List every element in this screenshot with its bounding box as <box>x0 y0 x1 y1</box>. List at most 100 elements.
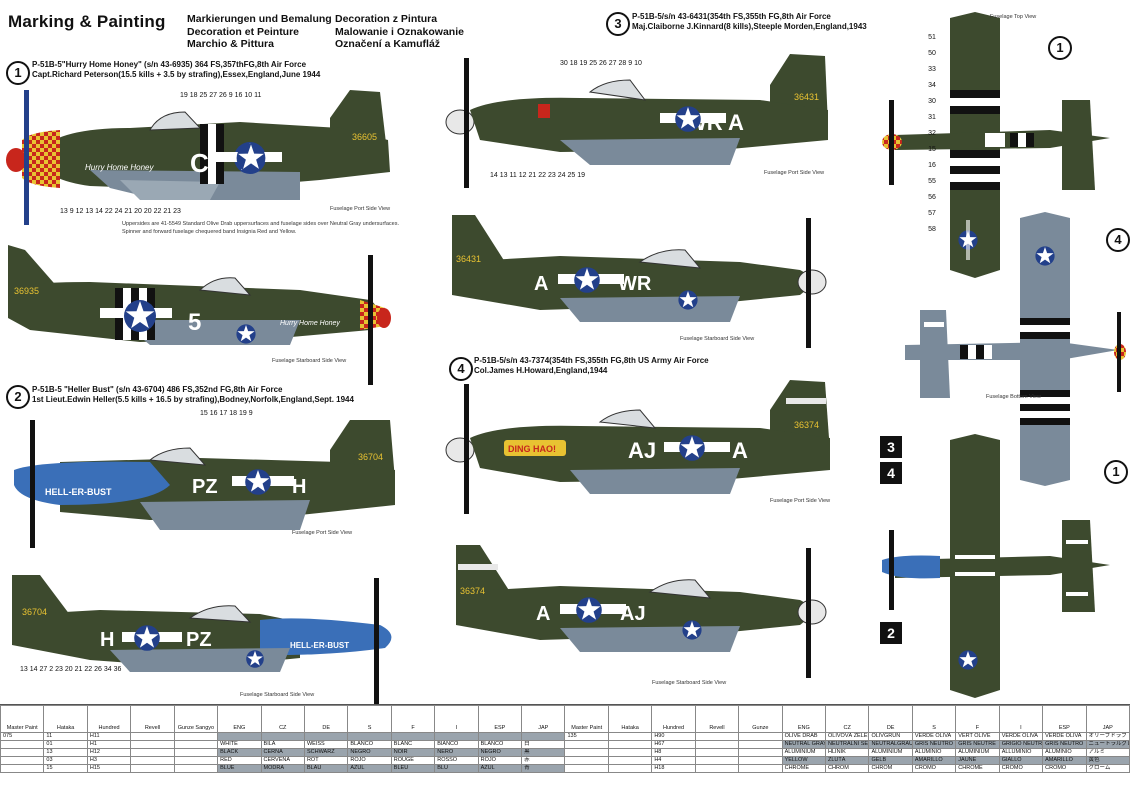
table-cell <box>130 756 175 765</box>
table-header-cell: Hataka <box>607 705 653 733</box>
table-cell: BLACK <box>217 748 262 757</box>
table-cell: H4 <box>651 756 696 765</box>
callout: 21 <box>163 208 172 215</box>
callout: 14 <box>490 172 498 179</box>
plane-1-nose-art: Hurry Home Honey <box>85 163 154 172</box>
scheme-3-badge: 3 <box>606 12 630 36</box>
table-cell: CHROM <box>868 764 913 773</box>
table-header-cell: ENG <box>781 705 827 733</box>
table-cell: OLIVOVÁ ZELEŇ <box>825 732 870 741</box>
table-cell: CROMO <box>1042 764 1087 773</box>
table-header-cell: Master Paint <box>0 705 45 733</box>
plane-2-port-letter: H <box>292 476 306 498</box>
table-cell: H8 <box>651 748 696 757</box>
table-header-cell: I <box>434 705 479 733</box>
table-header-cell: DE <box>303 705 349 733</box>
svg-text:36374: 36374 <box>460 586 485 596</box>
lang-title-de: Markierungen und Bemalung <box>187 13 332 25</box>
table-cell: ALUMINIUM <box>868 748 913 757</box>
svg-text:H: H <box>100 629 114 651</box>
callouts-plane-1-top: 19 18 25 27 26 9 16 10 11 <box>180 92 261 99</box>
callout: 12 <box>75 208 84 215</box>
table-cell: NEGRO <box>477 748 523 757</box>
plane-2-starboard-view: H PZ HELL-ER-BUST 36704 <box>12 575 392 704</box>
table-header-cell: CZ <box>825 705 870 733</box>
callout: 20 <box>143 208 152 215</box>
svg-text:PZ: PZ <box>186 629 212 651</box>
table-cell <box>738 740 783 749</box>
callout: 2 <box>49 666 54 673</box>
callout: 12 <box>518 172 527 179</box>
table-cell: OLIVGRÜN <box>868 732 913 741</box>
callouts-top-view-wing: 51 50 33 34 30 31 32 15 16 55 56 57 58 <box>920 30 944 238</box>
table-cell: ROJO <box>477 756 523 765</box>
view-label-1-starboard: Fuselage Starboard Side View <box>272 358 347 364</box>
table-cell <box>694 764 740 773</box>
top-view-2-badge-1: 1 <box>1104 460 1128 484</box>
top-view-2-badge-4: 4 <box>880 462 902 484</box>
table-cell: 黄色 <box>1085 756 1130 765</box>
scheme-4-caption: P-51B-5/s/n 43-7374(354th FS,355th FG,8t… <box>474 356 709 376</box>
callout: 30 <box>560 60 568 67</box>
table-cell: H15 <box>86 764 132 773</box>
callout: 9 <box>228 92 233 99</box>
plane-4-port-code: AJ <box>628 438 656 463</box>
plane-3-port-serial: 36431 <box>794 92 819 102</box>
callout: 9 <box>248 410 253 417</box>
table-cell: BIANCO <box>434 740 479 749</box>
callouts-plane-1-bottom: 13 9 12 13 14 22 24 21 20 20 22 21 23 <box>60 208 181 215</box>
table-cell <box>130 764 175 773</box>
callout: 16 <box>209 410 218 417</box>
plane-4-nose-art: DING HAO! <box>508 444 556 454</box>
callout: 18 <box>189 92 198 99</box>
table-header-cell: Hataka <box>43 705 88 733</box>
callout: 51 <box>928 34 936 41</box>
table-cell: VERDE OLIVA <box>998 732 1044 741</box>
table-header-cell: Revell <box>130 705 175 733</box>
view-label-1-port: Fuselage Port Side View <box>330 206 391 212</box>
table-cell <box>564 756 609 765</box>
table-header-cell: Hundred <box>651 705 696 733</box>
view-label-4-starboard: Fuselage Starboard Side View <box>652 680 727 686</box>
table-cell <box>434 732 479 741</box>
table-cell: NEUTRALGRAU <box>868 740 913 749</box>
bottom-view-4 <box>905 212 1126 486</box>
callouts-plane-2-top: 15 16 17 18 19 9 <box>200 410 253 417</box>
table-cell: BLANCO <box>347 740 392 749</box>
table-cell: NEGRO <box>347 748 392 757</box>
view-label-top-1: Fuselage Top View <box>990 14 1037 20</box>
callout: 57 <box>928 210 936 217</box>
scheme-1-caption-line2: Capt.Richard Peterson(15.5 kills + 3.5 b… <box>32 70 321 79</box>
callout: 22 <box>538 172 547 179</box>
view-label-2-starboard: Fuselage Starboard Side View <box>240 692 315 698</box>
top-view-1 <box>882 12 1110 278</box>
table-cell: CHROME <box>781 764 827 773</box>
table-cell <box>173 748 219 757</box>
table-cell: NEUTRAL GRAY <box>781 740 827 749</box>
table-cell: CROMO <box>911 764 957 773</box>
table-cell: CROMO <box>998 764 1044 773</box>
table-cell: ROJO <box>347 756 392 765</box>
callout: 26 <box>599 60 607 67</box>
table-header-cell: ESP <box>477 705 523 733</box>
table-cell: SCHWARZ <box>303 748 349 757</box>
table-cell: 白 <box>521 740 566 749</box>
callout: 26 <box>94 666 102 673</box>
callout: 14 <box>95 208 103 215</box>
callout: 23 <box>547 172 556 179</box>
top-view-1-badge: 1 <box>1048 36 1072 60</box>
callout: 20 <box>134 208 142 215</box>
callout: 13 <box>499 172 508 179</box>
table-cell <box>477 732 523 741</box>
table-cell <box>130 740 175 749</box>
table-cell: VERT OLIVE <box>955 732 1000 741</box>
table-cell: BLAU <box>303 764 349 773</box>
plane-2-nose-art: HELL-ER-BUST <box>45 487 112 497</box>
table-cell <box>694 740 740 749</box>
table-cell <box>0 748 45 757</box>
callout: 32 <box>928 130 936 137</box>
table-cell <box>347 732 392 741</box>
table-cell: VERDE OLIVA <box>911 732 957 741</box>
table-cell: ALUMINIO <box>1042 748 1087 757</box>
